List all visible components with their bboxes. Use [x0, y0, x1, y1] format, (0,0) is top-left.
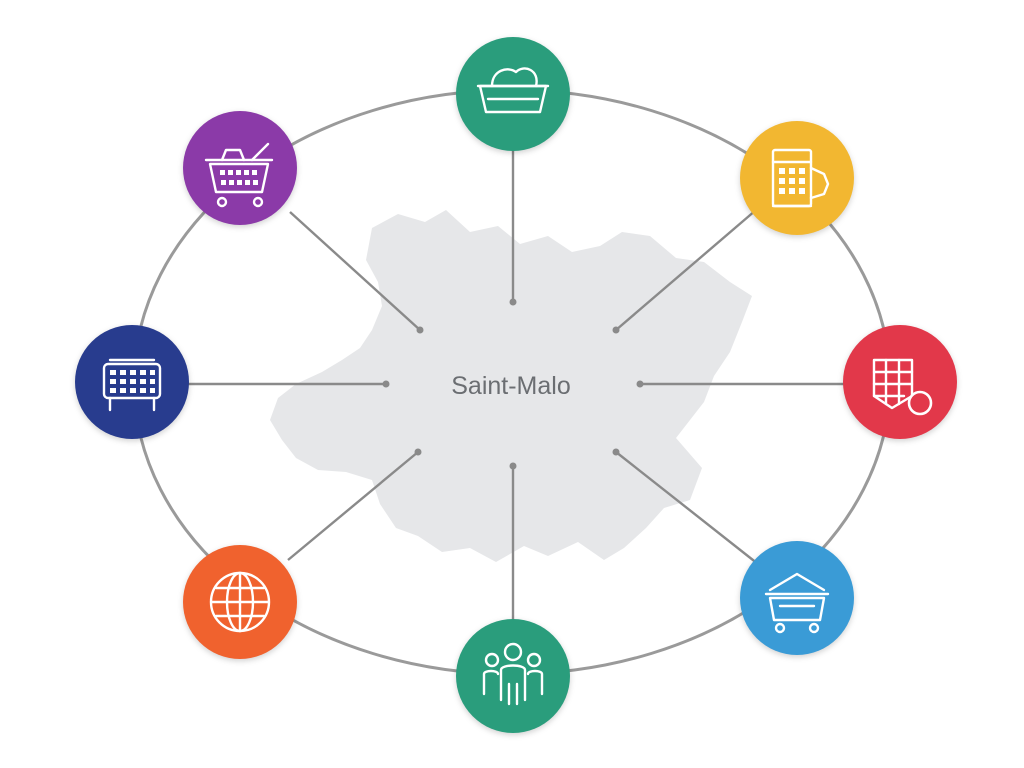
spoke-dot-right	[636, 380, 644, 388]
spoke-dot-top-left	[416, 326, 424, 334]
spoke-dot-left	[382, 380, 390, 388]
spoke-top-right	[615, 209, 757, 331]
spoke-endpoints	[382, 298, 644, 470]
building-storefront-icon	[771, 148, 830, 208]
node-bottom-left[interactable]	[183, 545, 297, 659]
node-top-right[interactable]	[740, 121, 854, 235]
node-bottom-circle	[456, 619, 570, 733]
spoke-dot-top	[509, 298, 517, 306]
cart-keyboard-icon	[102, 358, 162, 412]
spoke-bottom-left	[287, 451, 419, 561]
grid-globe-location-icon	[872, 358, 933, 416]
spoke-bottom-right	[615, 451, 759, 565]
node-left[interactable]	[75, 325, 189, 439]
node-bottom-right[interactable]	[740, 541, 854, 655]
node-top-left[interactable]	[183, 111, 297, 225]
node-right[interactable]	[843, 325, 957, 439]
node-top-circle	[456, 37, 570, 151]
globe-icon	[209, 571, 271, 633]
spokes	[188, 150, 848, 622]
node-top-right-circle	[740, 121, 854, 235]
node-top[interactable]	[456, 37, 570, 151]
house-cart-icon	[764, 572, 830, 634]
spoke-dot-top-right	[612, 326, 620, 334]
spoke-dot-bottom-right	[612, 448, 620, 456]
center-label: Saint-Malo	[451, 372, 571, 400]
shopping-basket-icon	[204, 142, 274, 208]
node-bottom[interactable]	[456, 619, 570, 733]
spoke-dot-bottom-left	[414, 448, 422, 456]
spoke-dot-bottom	[509, 462, 517, 470]
spoke-top-left	[289, 211, 421, 331]
people-group-icon	[482, 642, 544, 706]
food-basin-icon	[476, 67, 550, 114]
node-top-left-circle	[183, 111, 297, 225]
